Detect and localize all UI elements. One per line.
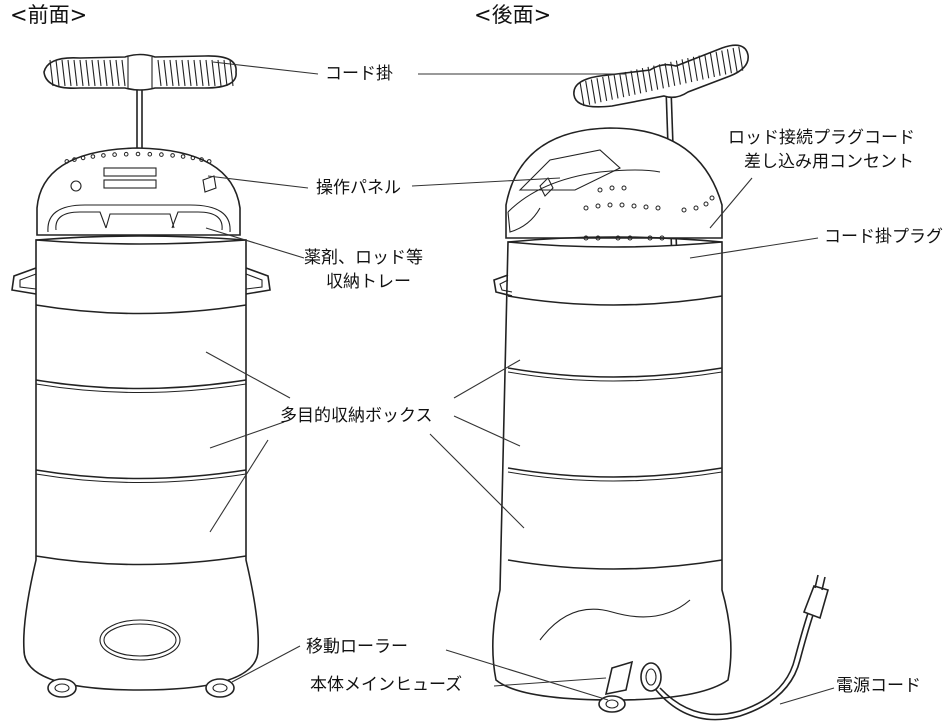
dome-vent-dot (595, 235, 601, 241)
dome-vent-dot (627, 235, 633, 241)
dome-vent-dot (170, 153, 175, 158)
dome-vent-dot (615, 235, 621, 241)
leader-lines (205, 61, 835, 705)
label-rod-outlet-line2: 差し込み用コンセント (744, 152, 914, 172)
dome-vent-dot (206, 159, 212, 164)
dome-vent-dot (180, 154, 186, 159)
label-cord-hanger: コード掛 (325, 64, 393, 84)
dome-vent-dot (643, 204, 649, 210)
dome-vent-dot (90, 154, 96, 159)
label-control-panel: 操作パネル (316, 178, 401, 198)
dome-vent-dot (123, 151, 129, 157)
dome-vent-dot (147, 151, 153, 157)
label-storage-box: 多目的収納ボックス (280, 406, 433, 426)
dome-vent-dot (709, 195, 715, 201)
dome-vent-dot (681, 207, 687, 213)
dome-vent-dot (583, 205, 589, 211)
dome-vent-dot (112, 152, 117, 157)
dome-vent-dot (80, 155, 86, 161)
dome-vent-dot (693, 205, 699, 211)
dome-vent-dot (135, 151, 141, 157)
label-power-cord: 電源コード (836, 676, 921, 696)
dome-vent-dot (595, 203, 601, 209)
dome-vent-dot (72, 157, 77, 162)
dome-vent-dot (619, 202, 625, 208)
dome-vent-dot (101, 153, 106, 158)
label-cord-hanger-plug: コード掛プラグ (824, 227, 943, 247)
dome-vent-dot (190, 155, 196, 161)
label-rod-outlet-line1: ロッド接続プラグコード (728, 128, 915, 148)
front-dome (36, 147, 241, 236)
dome-vent-dot (655, 205, 661, 211)
label-tray-line2: 収納トレー (326, 272, 411, 292)
front-view-unit (11, 53, 271, 698)
dome-vent-dot (607, 202, 613, 208)
label-roller: 移動ローラー (306, 637, 408, 657)
dome-vent-dot (64, 159, 70, 164)
dome-vent-dot (597, 187, 603, 193)
dome-vent-dot (609, 185, 615, 191)
dome-vent-dot (159, 152, 164, 157)
dome-vent-dot (703, 201, 709, 207)
front-body (11, 235, 271, 698)
front-cord-hanger (43, 53, 237, 148)
label-main-fuse: 本体メインヒューズ (310, 675, 463, 695)
front-view-title: <前面> (10, 3, 88, 27)
dome-vent-dot (621, 185, 627, 191)
dome-vent-dot (199, 157, 204, 162)
rear-view-title: <後面> (474, 3, 552, 27)
rear-body (492, 236, 829, 721)
rear-dome (505, 127, 723, 274)
rear-view-unit (492, 44, 829, 721)
dome-vent-dot (631, 203, 637, 209)
label-tray-line1: 薬剤、ロッド等 (304, 248, 423, 268)
